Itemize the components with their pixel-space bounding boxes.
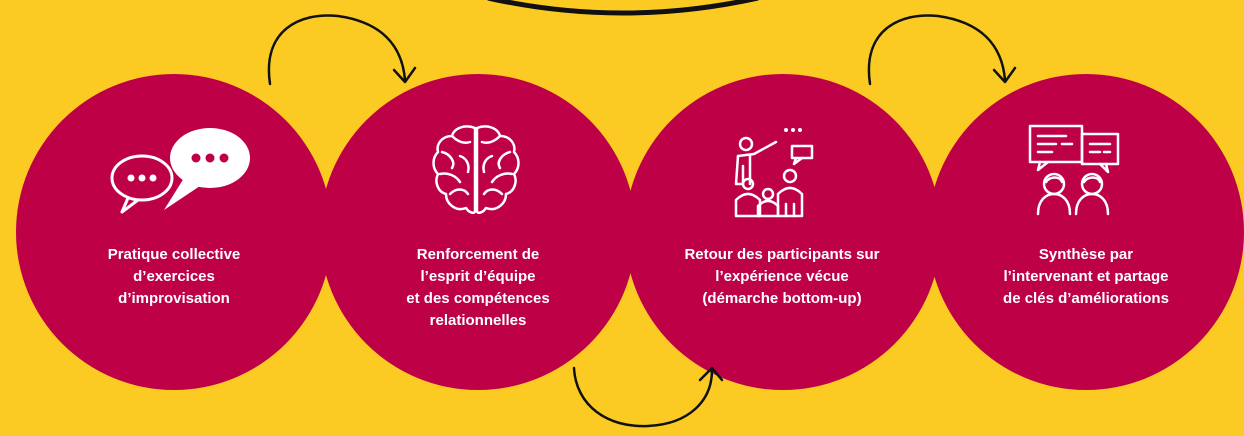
arrow-step1-to-step2 bbox=[267, 14, 407, 86]
step-2-label: Renforcement de l’esprit d’équipe et des… bbox=[406, 246, 550, 329]
brain-icon bbox=[432, 125, 520, 214]
top-oval-outline bbox=[487, 0, 759, 16]
arrow-step2-to-step3 bbox=[572, 366, 714, 428]
arrow-head-3 bbox=[992, 66, 1017, 84]
step-circle-1 bbox=[16, 74, 332, 390]
step-1-label: Pratique collective d’exercices d’improv… bbox=[107, 246, 241, 307]
arrow-step3-to-step4 bbox=[867, 14, 1007, 86]
step-4-label: Synthèse par l’intervenant et partage de… bbox=[1003, 246, 1169, 307]
step-3-label: Retour des participants sur l’expérience… bbox=[684, 246, 880, 307]
arrow-head-1 bbox=[392, 66, 417, 84]
step-circle-4 bbox=[928, 74, 1244, 390]
step-circle-3 bbox=[625, 74, 941, 390]
presenter-audience-icon bbox=[734, 128, 814, 218]
speech-bubbles-icon bbox=[110, 128, 250, 214]
arrow-head-2 bbox=[698, 366, 724, 382]
people-discussion-icon bbox=[1028, 124, 1120, 216]
